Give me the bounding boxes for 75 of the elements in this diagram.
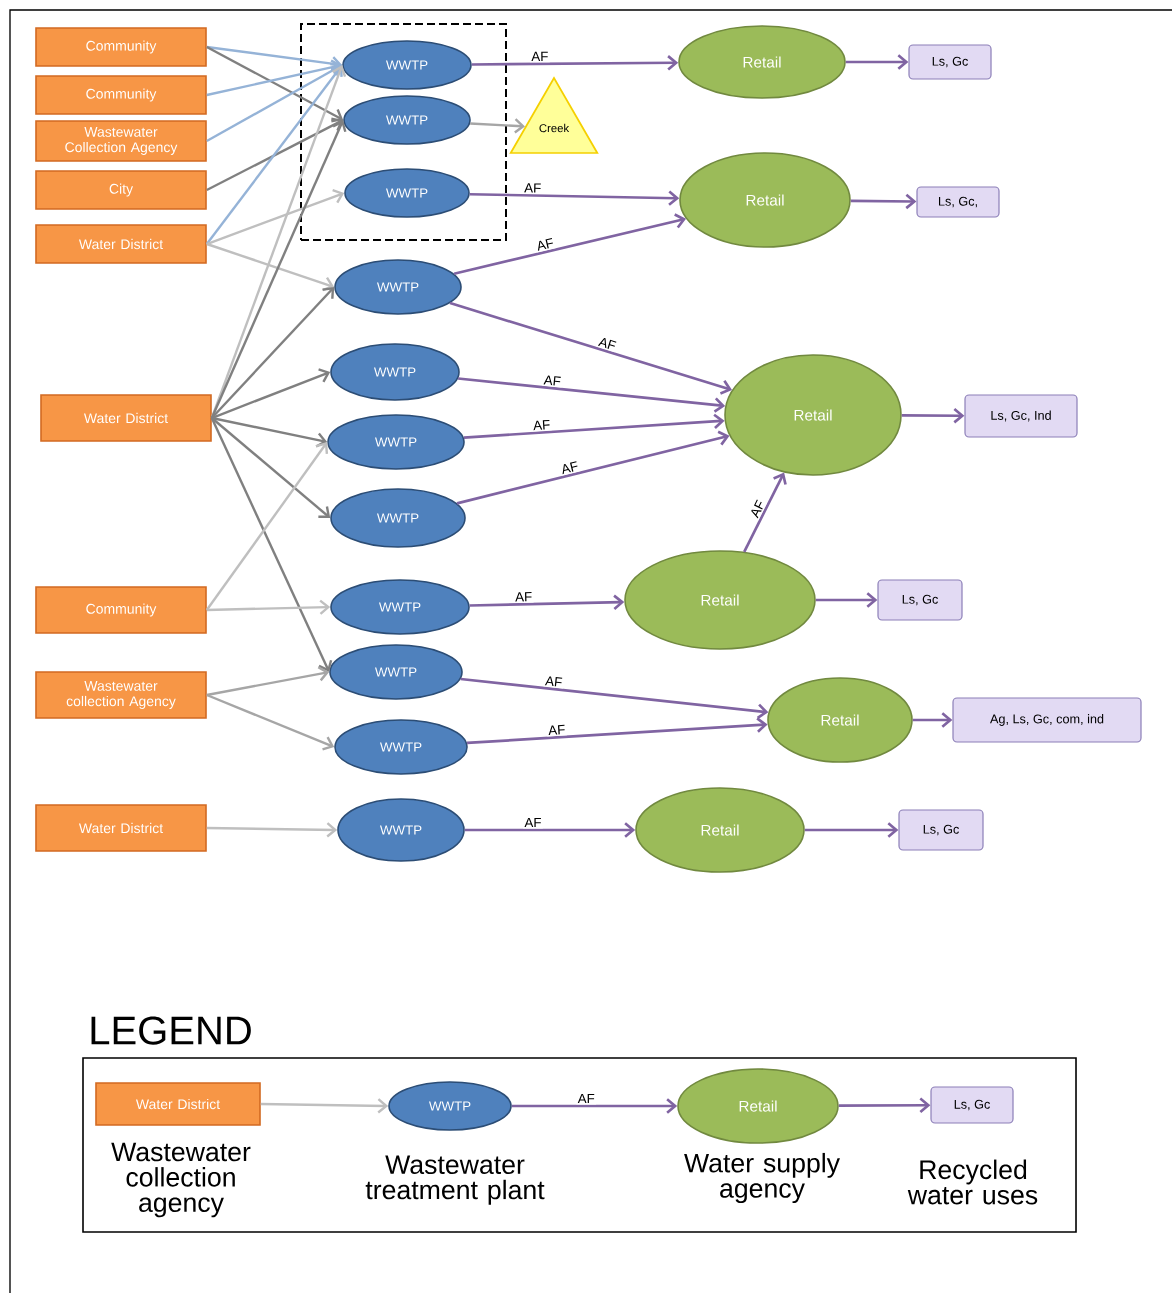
- agency-box: Wastewater Collection Agency: [35, 120, 207, 162]
- arrow: [815, 592, 878, 608]
- edge-label: AF: [558, 459, 581, 476]
- edge-label: AF: [543, 674, 565, 689]
- edge-label: AF: [529, 50, 550, 63]
- agency-box: Community: [35, 586, 207, 634]
- node-caption: Wastewater collection agency: [111, 1142, 251, 1218]
- arrow: [449, 301, 733, 395]
- use-box: Ls, Gc: [877, 579, 963, 621]
- use-box: Ls, Gc: [930, 1086, 1014, 1124]
- node-caption: Wastewater treatment plant: [365, 1155, 545, 1205]
- arrow: [471, 55, 679, 71]
- edge-label: AF: [576, 1092, 597, 1105]
- arrow: [470, 118, 526, 134]
- use-box: Ls, Gc, Ind: [964, 394, 1078, 438]
- arrow: [206, 693, 335, 751]
- arrow: [206, 599, 331, 615]
- node-caption: Water supply agency: [684, 1152, 840, 1204]
- arrow: [511, 1098, 678, 1114]
- arrow: [210, 65, 347, 419]
- use-box: Ag, Ls, Gc, com, ind: [952, 697, 1142, 743]
- agency-box: City: [35, 170, 207, 210]
- edge-label: AF: [531, 418, 552, 432]
- arrow: [804, 822, 899, 838]
- arrow: [206, 189, 345, 246]
- arrow: [211, 417, 331, 518]
- arrow: [469, 190, 680, 206]
- edge-label: AF: [546, 723, 567, 737]
- arrow: [456, 430, 730, 505]
- arrow: [205, 65, 343, 245]
- use-box: Ls, Gc,: [916, 186, 1000, 218]
- dashed-group-box: [300, 23, 507, 241]
- arrow: [206, 242, 335, 292]
- arrow: [206, 666, 330, 697]
- arrow: [845, 54, 909, 70]
- arrow: [743, 472, 787, 553]
- agency-box: Water District: [40, 394, 212, 442]
- agency-box: Wastewater collection Agency: [35, 671, 207, 719]
- use-box: Ls, Gc: [898, 809, 984, 851]
- arrow: [211, 416, 328, 448]
- agency-box: Water District: [95, 1082, 261, 1126]
- agency-box: Community: [35, 27, 207, 67]
- use-box: Ls, Gc: [908, 44, 992, 80]
- edge-label: AF: [596, 335, 619, 353]
- arrow: [467, 717, 768, 745]
- arrow: [205, 442, 329, 611]
- arrow: [458, 377, 726, 413]
- agency-box: Water District: [35, 804, 207, 852]
- arrow: [912, 712, 953, 728]
- arrow: [211, 368, 331, 420]
- arrow: [464, 822, 636, 838]
- edge-label: AF: [541, 373, 563, 388]
- arrow: [206, 117, 344, 192]
- arrow: [850, 193, 917, 210]
- arrow: [210, 120, 347, 419]
- arrow: [260, 1098, 389, 1114]
- arrow: [210, 417, 333, 672]
- node-caption: Recycled water uses: [907, 1159, 1038, 1205]
- edge-label: AF: [522, 181, 543, 195]
- agency-box: Water District: [35, 224, 207, 264]
- edge-label: AF: [513, 590, 534, 603]
- arrow: [838, 1097, 931, 1113]
- edge-label: AF: [747, 497, 768, 521]
- arrow: [206, 45, 344, 123]
- arrow: [206, 59, 343, 97]
- arrow: [453, 213, 687, 275]
- legend-heading: LEGEND: [91, 1016, 251, 1045]
- arrow: [463, 413, 725, 439]
- arrow: [460, 677, 769, 719]
- arrow: [901, 408, 965, 424]
- agency-box: Community: [35, 75, 207, 115]
- arrow: [206, 822, 338, 838]
- edge-label: AF: [523, 816, 543, 829]
- edge-label: AF: [534, 236, 557, 253]
- arrow: [469, 594, 625, 610]
